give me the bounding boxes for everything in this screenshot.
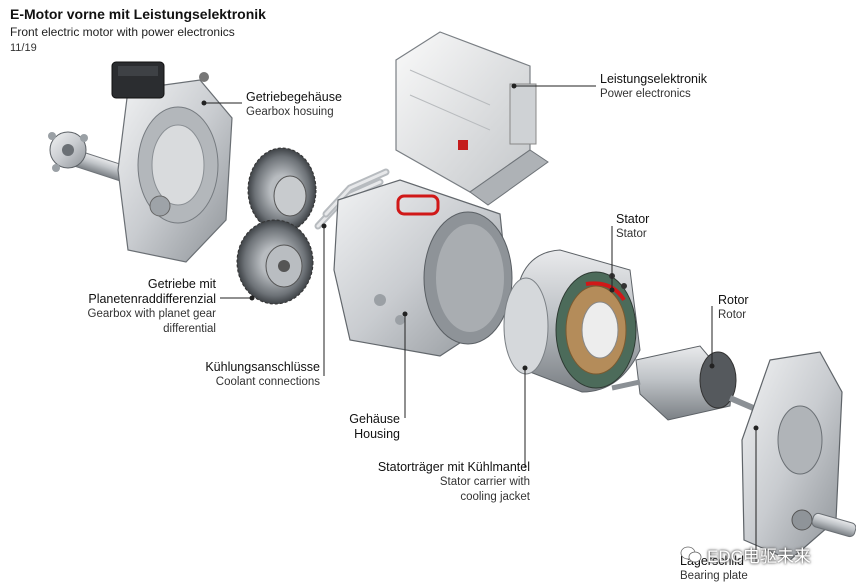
planetary-gear-set (236, 147, 317, 305)
label-stator-en: Stator (616, 228, 647, 240)
label-gearbox-housing-en: Gearbox hosuing (246, 106, 334, 118)
label-gearbox-en2: differential (163, 323, 216, 335)
drive-shaft-left (48, 131, 130, 182)
motor-housing (333, 179, 513, 357)
label-housing-en: Housing (354, 427, 400, 441)
diagram-title: E-Motor vorne mit Leistungselektronik (10, 6, 266, 22)
label-power-electronics-de: Leistungselektronik (600, 72, 708, 86)
label-rotor: Rotor Rotor (718, 293, 749, 323)
leader-dots (201, 83, 759, 431)
label-stator-carrier-en1: Stator carrier with (439, 476, 530, 488)
label-power-electronics: Leistungselektronik Power electronics (600, 72, 707, 102)
leader-lines (204, 85, 757, 562)
label-stator-carrier: Statorträger mit Kühlmantel Stator carri… (340, 460, 530, 505)
label-housing-de: Gehäuse (349, 412, 400, 426)
watermark: EDC电驱未来 (680, 542, 811, 567)
label-power-electronics-en: Power electronics (600, 88, 691, 100)
diagram-subtitle: Front electric motor with power electron… (10, 25, 235, 39)
label-gearbox: Getriebe mit Planetenraddifferenzial Gea… (56, 277, 217, 337)
label-stator: Stator Stator (616, 212, 649, 242)
label-gearbox-de2: Planetenraddifferenzial (88, 292, 216, 306)
label-gearbox-de1: Getriebe mit (147, 277, 216, 291)
label-stator-carrier-de: Statorträger mit Kühlmantel (377, 460, 530, 474)
wechat-icon (680, 546, 702, 562)
bearing-plate (741, 351, 856, 561)
label-coolant-de: Kühlungsanschlüsse (205, 360, 320, 374)
label-coolant: Kühlungsanschlüsse Coolant connections (170, 360, 320, 390)
gearbox-housing (111, 61, 233, 263)
label-gearbox-housing: Getriebegehäuse Gearbox hosuing (246, 90, 342, 120)
label-housing: Gehäuse Housing (320, 412, 400, 442)
stator (555, 271, 637, 389)
label-rotor-en: Rotor (718, 309, 747, 321)
watermark-text: EDC电驱未来 (707, 547, 811, 566)
label-bearing-plate-en: Bearing plate (680, 570, 748, 582)
label-gearbox-housing-de: Getriebegehäuse (246, 90, 342, 104)
label-rotor-de: Rotor (718, 293, 749, 307)
page-number: 11/19 (10, 42, 37, 54)
label-coolant-en: Coolant connections (215, 376, 320, 388)
label-stator-de: Stator (616, 212, 650, 226)
label-stator-carrier-en2: cooling jacket (460, 491, 530, 503)
power-electronics-box (395, 31, 549, 206)
label-gearbox-en1: Gearbox with planet gear (87, 308, 217, 320)
